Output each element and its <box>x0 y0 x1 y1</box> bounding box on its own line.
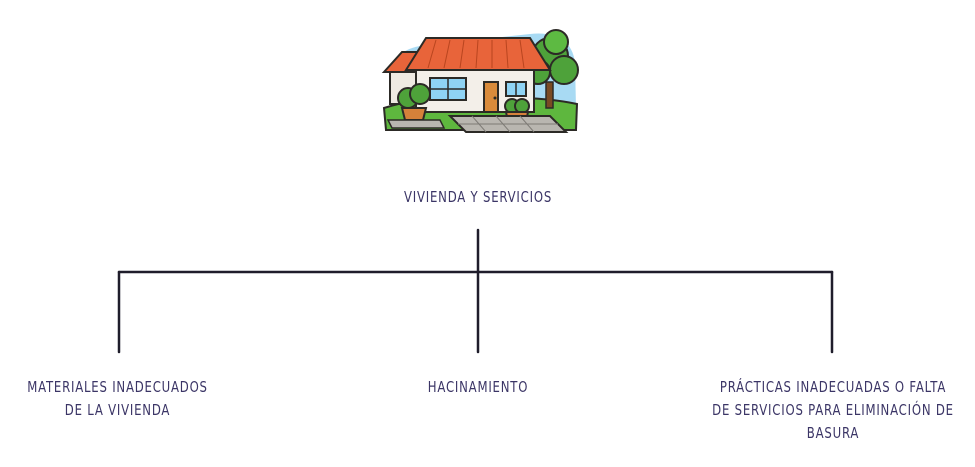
child-node-label-basura: PRÁCTICAS INADECUADAS O FALTA DE SERVICI… <box>712 378 954 442</box>
window-icon <box>429 77 467 101</box>
root-node-label: VIVIENDA Y SERVICIOS <box>403 188 553 206</box>
door-icon <box>483 81 499 113</box>
window-icon <box>505 81 527 97</box>
bush-icon <box>397 83 431 121</box>
child-node-label-hacinamiento: HACINAMIENTO <box>427 378 529 396</box>
house-illustration <box>381 29 579 133</box>
child-node-label-materiales: MATERIALES INADECUADOS DE LA VIVIENDA <box>27 378 208 419</box>
roof-shape <box>404 37 552 71</box>
